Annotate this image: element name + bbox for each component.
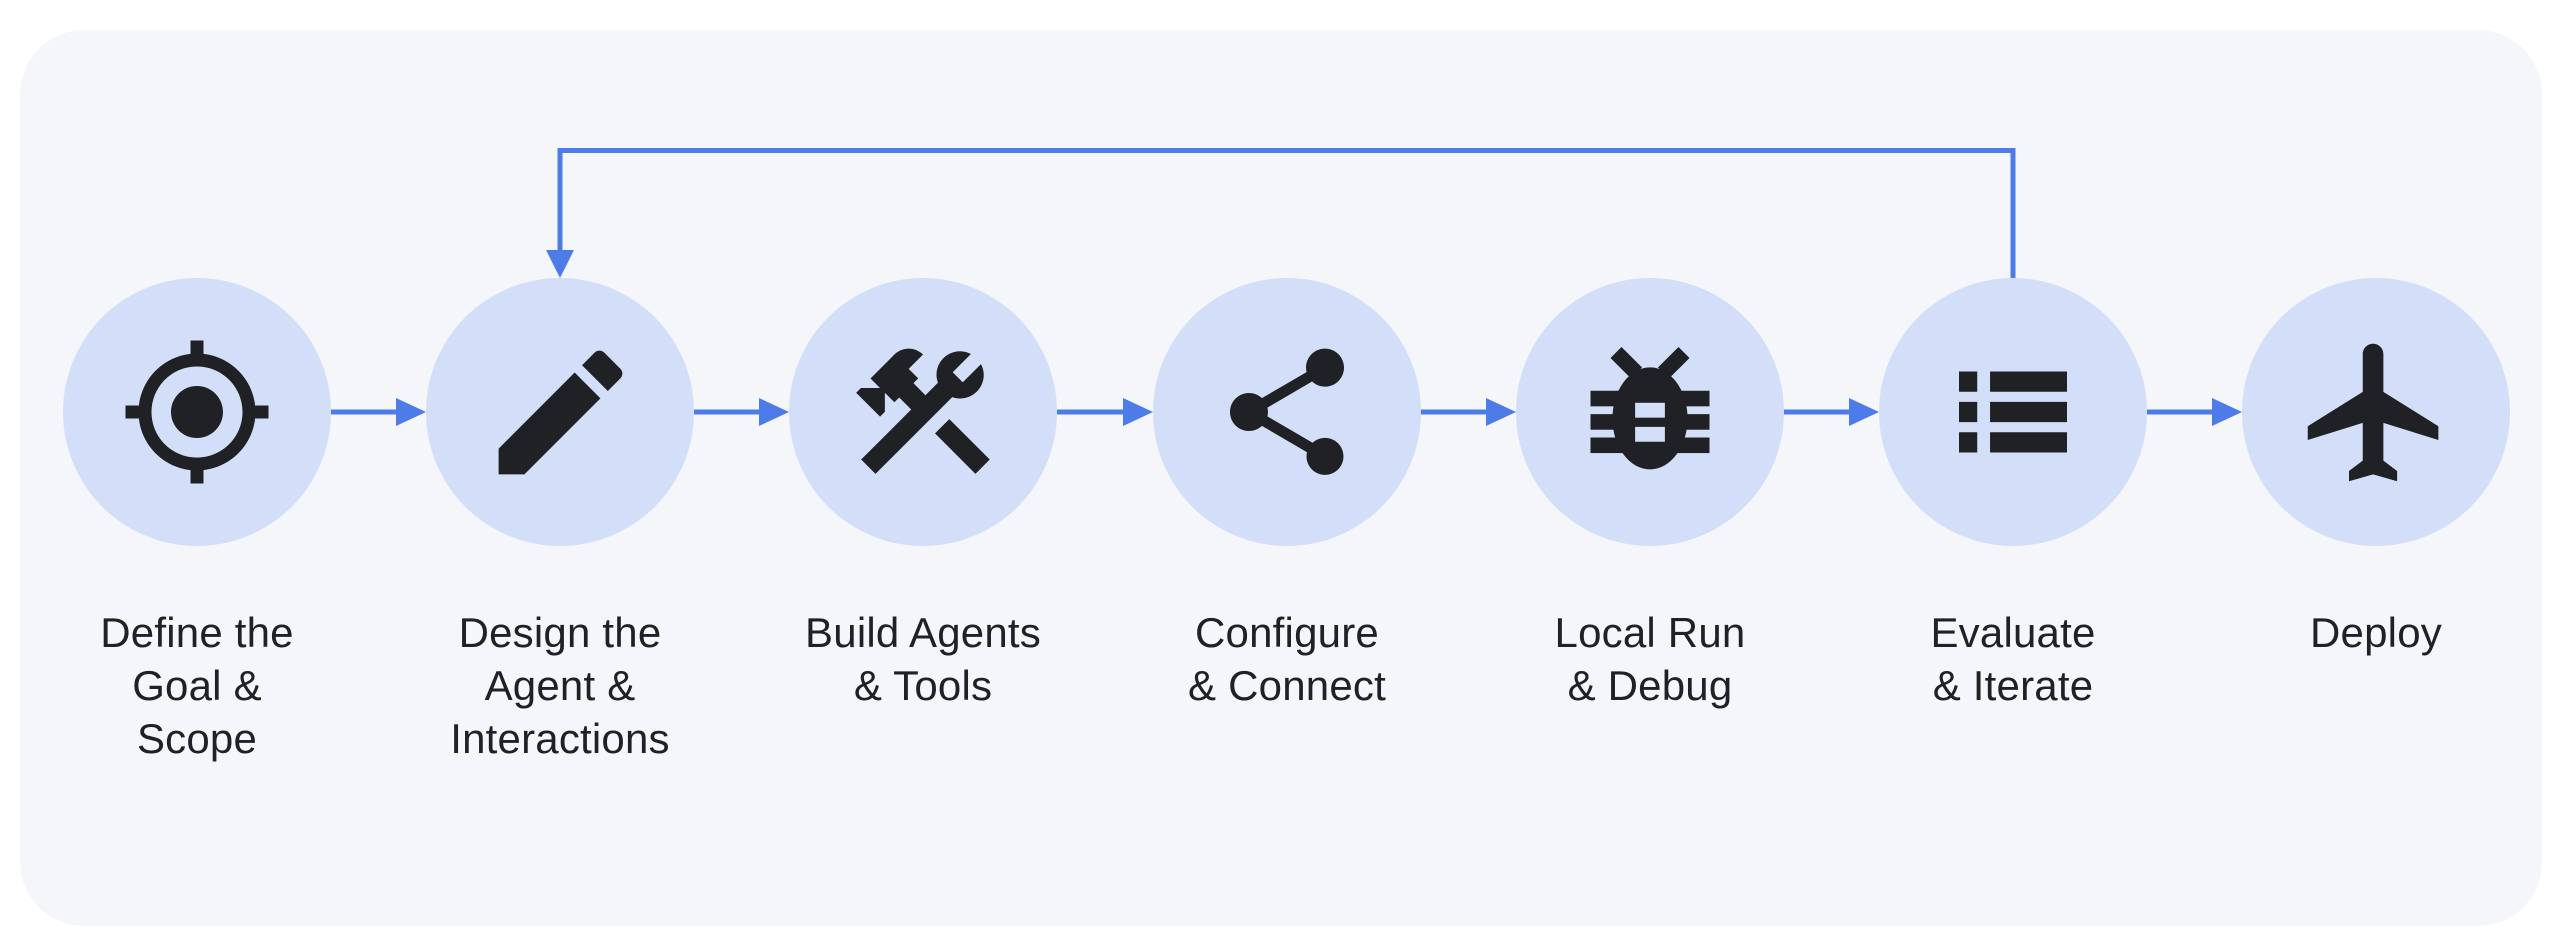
step-circle (1516, 278, 1784, 546)
step-circle (2242, 278, 2510, 546)
step-evaluate-iterate: Evaluate & Iterate (1823, 278, 2203, 712)
target-icon (125, 340, 269, 484)
step-label: Build Agents & Tools (805, 609, 1041, 709)
list-icon (1959, 371, 2067, 453)
step-local-run-debug: Local Run & Debug (1460, 278, 1840, 712)
step-label: Define the Goal & Scope (100, 609, 294, 762)
step-circle (1153, 278, 1421, 546)
step-label: Evaluate & Iterate (1930, 609, 2096, 709)
step-circle (63, 278, 331, 546)
step-label: Deploy (2310, 609, 2442, 656)
step-circle (426, 278, 694, 546)
step-deploy: Deploy (2186, 278, 2566, 659)
step-label: Local Run & Debug (1554, 609, 1746, 709)
share-icon (1230, 348, 1344, 475)
step-circle (789, 278, 1057, 546)
airplane-icon (2307, 343, 2438, 481)
step-label: Design the Agent & Interactions (450, 609, 670, 762)
step-design-agent-interactions: Design the Agent & Interactions (370, 278, 750, 765)
step-configure-connect: Configure & Connect (1097, 278, 1477, 712)
pencil-icon (498, 350, 622, 474)
tools-icon (856, 348, 990, 474)
step-circle (1879, 278, 2147, 546)
bug-icon (1590, 346, 1710, 470)
step-label: Configure & Connect (1188, 609, 1386, 709)
step-define-goal-scope: Define the Goal & Scope (7, 278, 387, 765)
step-build-agents-tools: Build Agents & Tools (733, 278, 1113, 712)
